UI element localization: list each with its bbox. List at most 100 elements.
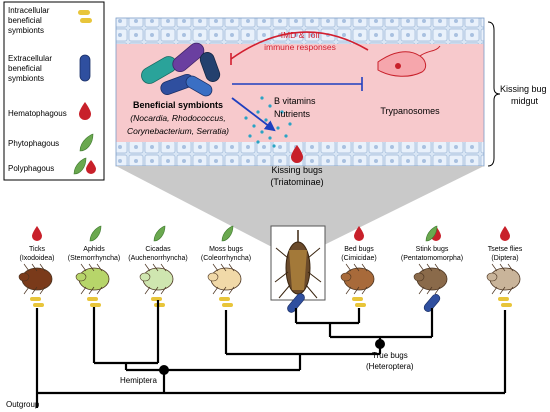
leaf-icon	[425, 225, 438, 242]
blood-drop-icon	[86, 160, 96, 174]
heteroptera-node	[375, 339, 385, 349]
svg-text:beneficial: beneficial	[8, 16, 42, 25]
extracellular-symbiont-icon	[79, 54, 91, 82]
intracellular-symbiont-icon	[498, 297, 509, 301]
insect-group: (Sternorrhyncha)	[68, 255, 121, 262]
svg-text:symbionts: symbionts	[8, 26, 44, 35]
midgut-bracket	[487, 21, 501, 167]
side-label-line1: Kissing bug	[500, 84, 547, 94]
nutrient-dot	[256, 140, 260, 144]
phylogeny	[35, 300, 507, 408]
trypanosome-icon	[377, 45, 441, 77]
nutrient-dot	[260, 130, 264, 134]
blood-drop-icon	[79, 102, 91, 120]
bacterium-icon	[172, 42, 205, 73]
intracellular-symbiont-icon	[352, 297, 363, 301]
blood-drop-icon	[500, 226, 510, 241]
insect-group: (Auchenorrhyncha)	[128, 255, 188, 262]
nutrients-label: Nutrients	[274, 109, 311, 119]
blood-drop-icon	[354, 226, 364, 241]
insect-group: (Ixodoidea)	[19, 255, 54, 262]
symbionts-title: Beneficial symbionts	[133, 100, 223, 110]
insect-group: (Coleorrhyncha)	[201, 255, 251, 262]
svg-text:symbionts: symbionts	[8, 74, 44, 83]
extracellular-symbiont-icon	[423, 294, 441, 312]
nutrient-dot	[256, 110, 260, 114]
true-bugs-label: True bugs	[372, 351, 408, 360]
zoom-funnel	[116, 166, 484, 246]
intracellular-symbiont-icon	[151, 297, 162, 301]
insect-group: (Diptera)	[491, 255, 518, 262]
symbionts-genera-line2: Corynebacterium, Serratia)	[127, 126, 229, 136]
true-bugs-group: (Heteroptera)	[366, 362, 414, 371]
nutrient-dot	[272, 144, 276, 148]
immune-arc	[230, 31, 369, 60]
side-label-line2: midgut	[511, 96, 539, 106]
svg-text:beneficial: beneficial	[8, 64, 42, 73]
hemiptera-node	[159, 365, 169, 375]
extracellular-symbiont-icon	[287, 293, 305, 313]
intracellular-symbiont-icon	[219, 297, 230, 301]
insect-name: Cicadas	[145, 246, 171, 253]
blood-drop-icon	[291, 145, 303, 163]
trypanosomes-label: Trypanosomes	[380, 106, 440, 116]
nutrient-dot	[264, 118, 268, 122]
intracellular-symbiont-icon	[87, 297, 98, 301]
insect-moss-bugs: Moss bugs (Coleorrhyncha)	[201, 225, 251, 307]
intracellular-symbiont-icon	[78, 10, 90, 15]
nutrient-dot	[276, 126, 280, 130]
kissing-bug-image	[270, 225, 326, 301]
nutrient-dots	[244, 96, 292, 148]
legend-intracellular-line1: Intracellular	[8, 6, 50, 15]
insect-tsetse-flies: Tsetse flies (Diptera)	[486, 226, 523, 307]
nutrient-dot	[284, 134, 288, 138]
insect-group: (Pentatomomorpha)	[401, 255, 463, 262]
leaf-icon	[79, 133, 94, 152]
svg-text:Extracellular: Extracellular	[8, 54, 52, 63]
leaf-icon	[89, 225, 102, 242]
outgroup-label: Outgroup	[6, 400, 40, 409]
insect-group: (Cimicidae)	[341, 255, 376, 262]
legend-polyphagous: Polyphagous	[8, 164, 54, 173]
insect-name: Moss bugs	[209, 246, 243, 253]
insect-name: Bed bugs	[344, 246, 374, 253]
nutrient-dot	[252, 124, 256, 128]
insect-name: Stink bugs	[416, 246, 449, 253]
immune-line2: immune responses	[264, 42, 336, 52]
legend-hematophagous: Hematophagous	[8, 109, 67, 118]
nutrient-dot	[268, 136, 272, 140]
insect-name: Tsetse flies	[488, 246, 523, 253]
leaf-icon	[73, 157, 87, 175]
bacteria-cluster	[141, 42, 221, 97]
insect-aphids: Aphids (Sternorrhyncha)	[68, 225, 121, 307]
insect-cicadas: Cicadas (Auchenorrhyncha)	[128, 225, 188, 307]
nutrient-dot	[248, 134, 252, 138]
symbionts-genera-line1: (Nocardia, Rhodococcus,	[130, 113, 225, 123]
insect-name: Ticks	[29, 246, 46, 253]
insect-ticks: Ticks (Ixodoidea)	[18, 226, 55, 307]
nutrient-dot	[268, 104, 272, 108]
leaf-icon	[153, 225, 166, 242]
blood-drop-icon	[32, 226, 42, 241]
insect-row: Ticks (Ixodoidea) Aphids (Sternorrhyncha) Ci…	[18, 225, 523, 312]
hemiptera-label: Hemiptera	[120, 376, 157, 385]
insect-name: Aphids	[83, 246, 105, 253]
midgut-panel	[115, 17, 485, 167]
immune-line1: IMD & Toll	[281, 30, 320, 40]
nutrient-dot	[288, 122, 292, 126]
bacterium-icon	[185, 75, 213, 97]
legend-phytophagous: Phytophagous	[8, 139, 59, 148]
nutrient-dot	[244, 116, 248, 120]
insect-bed-bugs: Bed bugs (Cimicidae)	[340, 226, 377, 307]
bacterium-icon	[199, 52, 221, 82]
kissing-bugs-group: (Triatominae)	[270, 177, 323, 187]
intracellular-symbiont-icon	[30, 297, 41, 301]
leaf-icon	[221, 225, 234, 242]
nutrient-dot	[280, 110, 284, 114]
nutrient-dot	[260, 96, 264, 100]
kissing-bugs-label: Kissing bugs	[271, 165, 323, 175]
legend: Intracellular beneficial symbionts Extra…	[3, 1, 105, 181]
nutrient-arrow	[231, 97, 276, 132]
blood-drop-icon	[431, 226, 441, 241]
